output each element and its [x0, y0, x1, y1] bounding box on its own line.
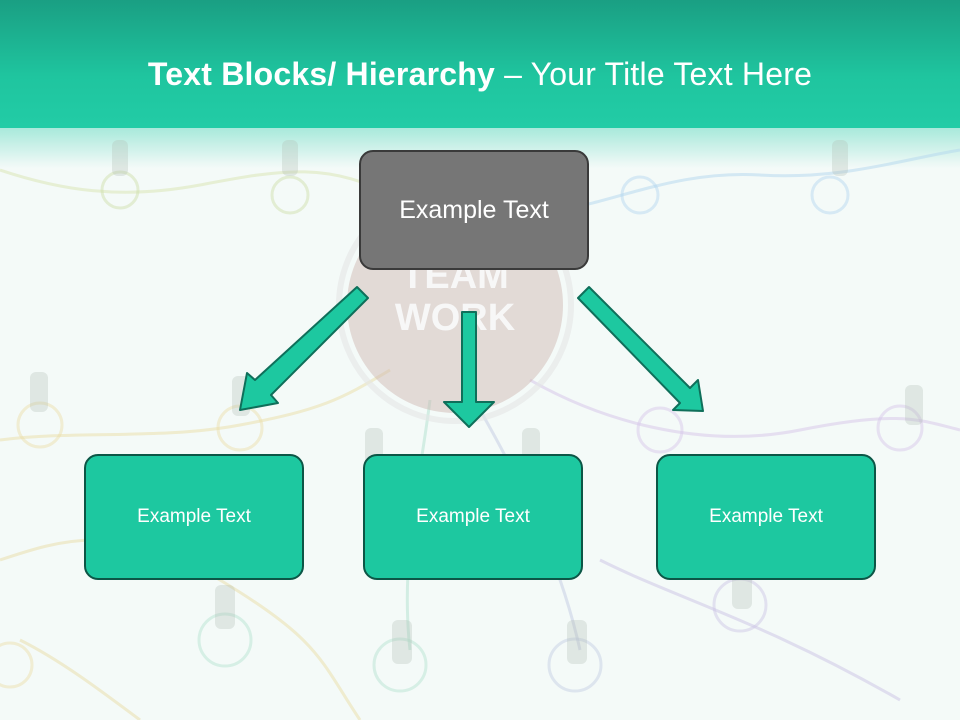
- slide-title-bold: Text Blocks/ Hierarchy: [147, 56, 495, 92]
- hierarchy-child-label-3: Example Text: [709, 506, 823, 527]
- hierarchy-child-box-3[interactable]: Example Text: [656, 454, 876, 580]
- hierarchy-top-label: Example Text: [399, 195, 549, 224]
- slide-title[interactable]: Text Blocks/ Hierarchy – Your Title Text…: [0, 56, 960, 93]
- hierarchy-child-box-1[interactable]: Example Text: [84, 454, 304, 580]
- hierarchy-child-box-2[interactable]: Example Text: [363, 454, 583, 580]
- title-banner: [0, 0, 960, 128]
- slide-title-dash: –: [494, 56, 531, 92]
- hierarchy-child-label-1: Example Text: [137, 506, 251, 527]
- hierarchy-top-box[interactable]: Example Text: [359, 150, 589, 270]
- hierarchy-child-label-2: Example Text: [416, 506, 530, 527]
- slide-title-rest: Your Title Text Here: [530, 56, 813, 92]
